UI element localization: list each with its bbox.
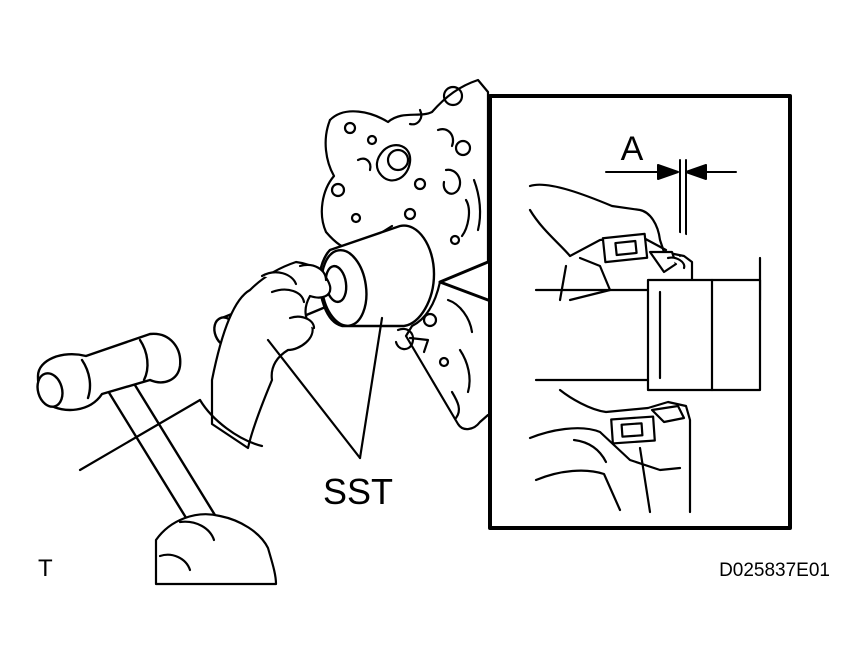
lower-hand [154,513,278,586]
hammer-icon [36,332,220,536]
arm-lines [78,398,264,472]
detail-inset [488,94,792,530]
callout-pointer [438,260,490,302]
corner-mark-label: T [38,555,53,582]
dimension-a-label: A [621,130,644,168]
sst-label: SST [323,471,393,512]
engine-housing [320,78,490,431]
shaft-bore [534,278,762,392]
seal-section-lower [528,388,692,514]
sst-leader-lines [266,316,384,460]
hand-icon [210,260,332,450]
figure-code-label: D025837E01 [719,560,830,581]
